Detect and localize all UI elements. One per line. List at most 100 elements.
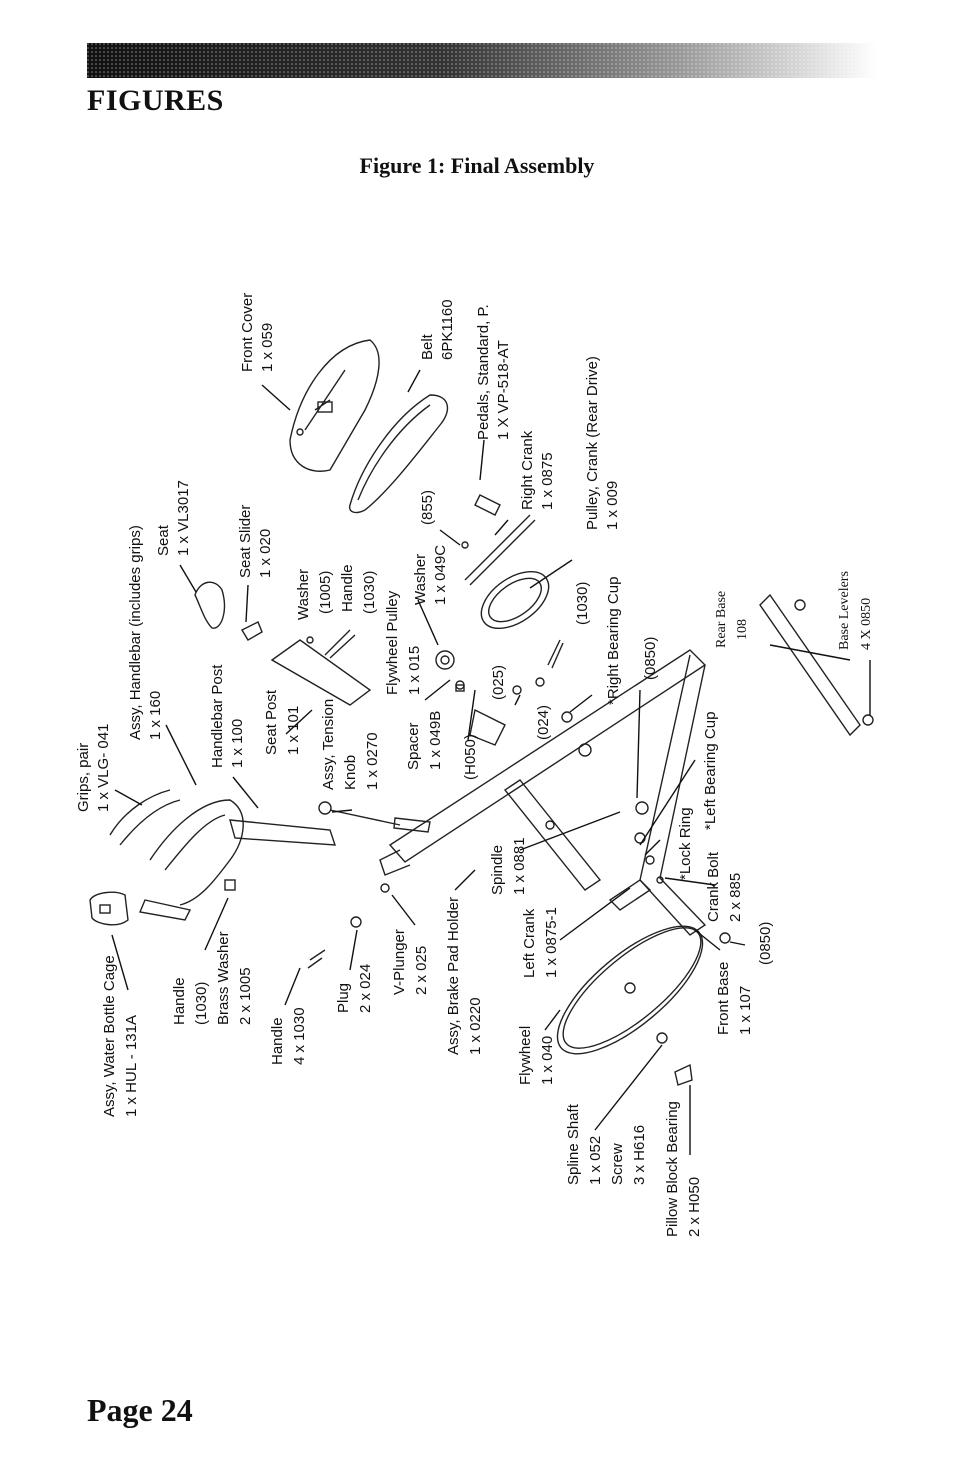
label-pulley-crank: Pulley, Crank (Rear Drive) 1 x 009: [584, 356, 621, 530]
svg-text:2 x 1005: 2 x 1005: [237, 967, 254, 1025]
label-part-855: (855): [419, 490, 436, 525]
svg-text:1 x 015: 1 x 015: [406, 646, 423, 695]
figure-title: Figure 1: Final Assembly: [359, 153, 595, 178]
label-part-0850-a: (0850): [642, 637, 659, 680]
svg-text:Pulley, Crank (Rear Drive): Pulley, Crank (Rear Drive): [584, 356, 601, 530]
svg-text:108: 108: [735, 619, 750, 640]
label-front-base: Front Base 1 x 107: [715, 962, 754, 1035]
svg-text:1 x VLG- 041: 1 x VLG- 041: [95, 724, 112, 812]
label-spacer: Spacer 1 x 049B: [405, 711, 444, 770]
frame-drawing: [379, 649, 707, 936]
label-right-bearing-cup: *Right Bearing Cup: [605, 577, 622, 705]
svg-text:2 x 024: 2 x 024: [357, 964, 374, 1013]
svg-text:Pillow Block Bearing: Pillow Block Bearing: [664, 1101, 681, 1237]
svg-text:1 x 009: 1 x 009: [604, 481, 621, 530]
water-bottle-cage-drawing: [89, 891, 129, 926]
svg-text:1 x 107: 1 x 107: [737, 986, 754, 1035]
svg-text:Flywheel: Flywheel: [517, 1026, 534, 1085]
label-seat-slider: Seat Slider 1 x 020: [237, 505, 274, 578]
svg-text:V-Plunger: V-Plunger: [391, 929, 408, 995]
svg-text:3 x H616: 3 x H616: [631, 1125, 648, 1185]
svg-text:Front Base: Front Base: [715, 962, 732, 1035]
page-number: Page 24: [87, 1392, 193, 1428]
label-handlebar-post: Handlebar Post 1 x 100: [209, 664, 246, 768]
label-spindle: Spindle 1 x 0881: [489, 837, 528, 895]
svg-text:Plug: Plug: [335, 983, 352, 1013]
label-spline-shaft: Spline Shaft 1 x 052 Screw 3 x H616: [565, 1103, 648, 1185]
svg-text:Rear Base: Rear Base: [714, 591, 729, 648]
svg-text:Flywheel Pulley: Flywheel Pulley: [384, 590, 401, 695]
label-part-1030-b: (1030): [574, 582, 591, 625]
label-seat-post: Seat Post 1 x 101: [263, 689, 302, 755]
svg-text:1 x VL3017: 1 x VL3017: [175, 480, 192, 556]
svg-text:Base Levelers: Base Levelers: [837, 571, 852, 650]
label-part-0850-b: (0850): [757, 922, 774, 965]
label-washer-049c: Washer 1 x 049C: [412, 545, 449, 605]
svg-text:Washer: Washer: [295, 569, 312, 620]
svg-text:Washer: Washer: [412, 554, 429, 605]
label-part-025: (025): [490, 665, 507, 700]
label-seat: Seat 1 x VL3017: [155, 480, 192, 556]
seat-slider-drawing: [241, 621, 372, 706]
svg-text:Front Cover: Front Cover: [239, 293, 256, 372]
svg-text:Spline Shaft: Spline Shaft: [565, 1103, 582, 1185]
svg-text:(1030): (1030): [361, 571, 378, 614]
svg-text:Handle: Handle: [339, 564, 356, 612]
svg-text:(1005): (1005): [317, 571, 334, 614]
belt-drawing: [348, 394, 449, 514]
svg-text:1 x 0875-1: 1 x 0875-1: [543, 907, 560, 978]
svg-text:Right Crank: Right Crank: [519, 430, 536, 510]
label-left-bearing-cup: *Left Bearing Cup: [702, 712, 719, 830]
svg-text:Assy, Handlebar (includes grip: Assy, Handlebar (includes grips): [127, 525, 144, 740]
label-part-h050: (H050): [462, 734, 479, 780]
svg-text:Spindle: Spindle: [489, 845, 506, 895]
flywheel-drawing: [556, 879, 704, 1055]
svg-text:1 X VP-518-AT: 1 X VP-518-AT: [495, 340, 512, 440]
label-handlebar-assy: Assy, Handlebar (includes grips) 1 x 160: [127, 525, 164, 740]
label-plug: Plug 2 x 024: [335, 964, 374, 1013]
label-pillow-block-bearing: Pillow Block Bearing 2 x H050: [664, 1101, 703, 1237]
svg-text:Grips, pair: Grips, pair: [75, 743, 92, 812]
label-tension-knob: Assy, Tension Knob 1 x 0270: [320, 699, 381, 790]
svg-text:4 X 0850: 4 X 0850: [859, 598, 874, 650]
label-brake-pad-holder: Assy, Brake Pad Holder 1 x 0220: [445, 897, 484, 1055]
svg-text:1 x 052: 1 x 052: [587, 1136, 604, 1185]
svg-text:Crank Bolt: Crank Bolt: [705, 851, 722, 922]
svg-text:1 x 0270: 1 x 0270: [364, 732, 381, 790]
flywheel-pulley-drawing: [435, 650, 465, 692]
header-gradient-bar: [87, 43, 877, 78]
label-base-levelers: Base Levelers 4 X 0850: [837, 571, 874, 650]
handlebar-drawing: [109, 789, 336, 921]
svg-text:Knob: Knob: [342, 755, 359, 790]
leader-lines: [111, 369, 871, 1155]
label-crank-bolt: Crank Bolt 2 x 885: [705, 851, 744, 922]
svg-text:1 x 040: 1 x 040: [539, 1036, 556, 1085]
label-front-cover: Front Cover 1 x 059: [239, 293, 276, 372]
svg-text:1 x 0875: 1 x 0875: [539, 452, 556, 510]
svg-text:Assy, Brake Pad Holder: Assy, Brake Pad Holder: [445, 897, 462, 1055]
svg-text:1 x 101: 1 x 101: [285, 706, 302, 755]
svg-text:1 x 0881: 1 x 0881: [511, 837, 528, 895]
label-v-plunger: V-Plunger 2 x 025: [391, 929, 430, 995]
small-hardware-drawing: [306, 541, 731, 969]
svg-text:Assy, Water Bottle Cage: Assy, Water Bottle Cage: [101, 955, 118, 1117]
label-flywheel-pulley: Flywheel Pulley 1 x 015: [384, 590, 423, 695]
label-belt: Belt 6PK1160: [419, 299, 456, 360]
svg-text:2 x 885: 2 x 885: [727, 873, 744, 922]
svg-text:1 x 049C: 1 x 049C: [432, 545, 449, 605]
svg-text:1 x 049B: 1 x 049B: [427, 711, 444, 770]
label-left-crank: Left Crank 1 x 0875-1: [521, 907, 560, 978]
label-part-024: (024): [535, 705, 552, 740]
svg-text:Handlebar Post: Handlebar Post: [209, 664, 226, 768]
svg-text:2 x H050: 2 x H050: [686, 1177, 703, 1237]
label-rear-base: Rear Base 108: [714, 591, 750, 648]
svg-text:Brass Washer: Brass Washer: [215, 931, 232, 1025]
svg-text:1 x 0220: 1 x 0220: [467, 997, 484, 1055]
front-cover-drawing: [289, 339, 380, 472]
svg-text:Seat Slider: Seat Slider: [237, 505, 254, 578]
label-washer-handle: Washer (1005) Handle (1030): [295, 564, 378, 620]
label-handle-brass-washer: Handle (1030) Brass Washer 2 x 1005: [171, 931, 254, 1025]
pillow-block-drawing: [656, 1032, 693, 1086]
svg-text:1 x 020: 1 x 020: [257, 529, 274, 578]
label-grips: Grips, pair 1 x VLG- 041: [75, 724, 112, 812]
